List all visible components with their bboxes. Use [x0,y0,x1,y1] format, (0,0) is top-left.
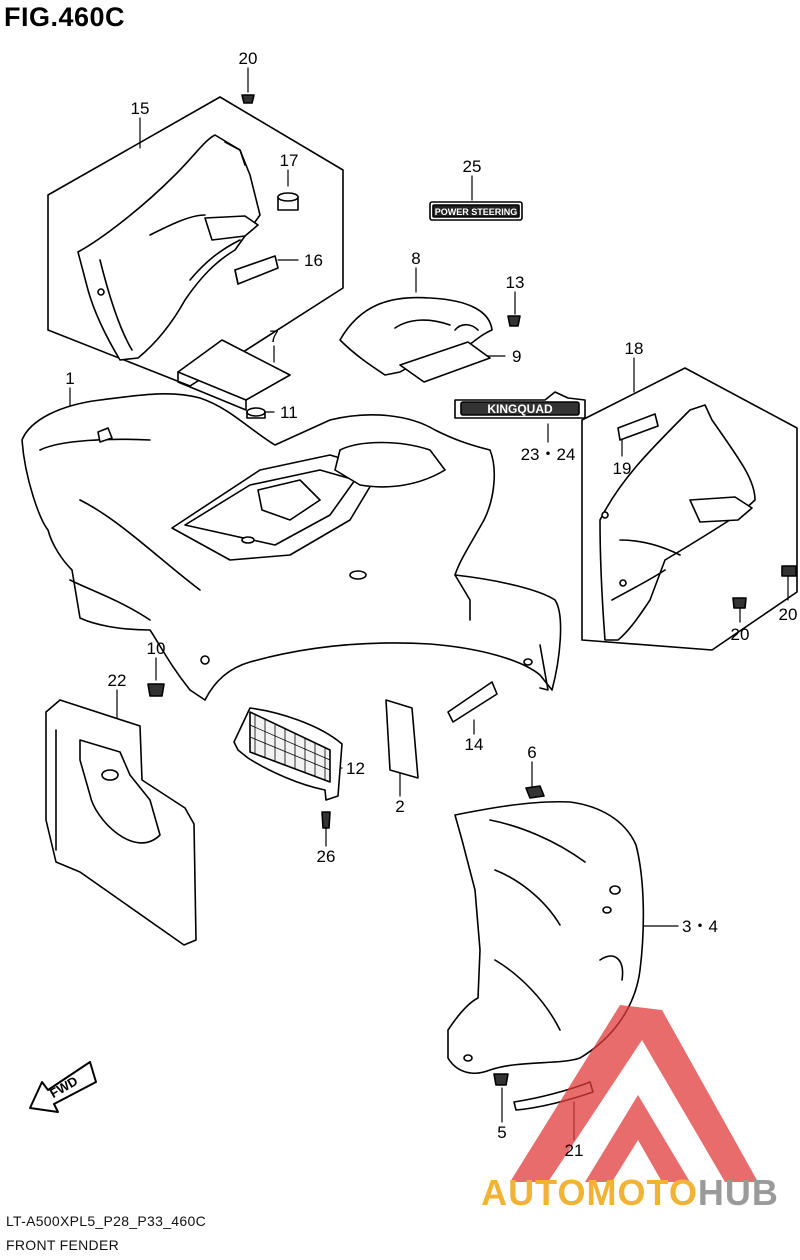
callout-26: 26 [317,847,336,866]
part-17-grommet [277,192,299,211]
watermark-logo [510,1005,758,1182]
part-22-panel [45,699,197,946]
part-15-side-panel-group [47,96,344,387]
callout-16: 16 [304,251,323,270]
part-11-grommet [246,407,266,419]
callout-20-right: 20 [779,605,798,624]
callout-1: 1 [65,369,74,388]
callout-17: 17 [280,151,299,170]
part-8-cover [339,296,493,376]
part-13-screw [507,315,521,327]
callout-3-4: 3・4 [682,917,718,936]
fwd-arrow [29,1061,97,1113]
part-25-badge [429,201,523,221]
callout-22: 22 [108,671,127,690]
part-1-front-fender [21,393,562,701]
callout-13: 13 [506,273,525,292]
callout-20-lower: 20 [731,625,750,644]
watermark-triangle-outer [510,1005,758,1182]
callout-15: 15 [131,99,150,118]
part-5-screw [493,1073,509,1086]
callout-18: 18 [625,339,644,358]
watermark-text: AUTOMOTOHUB [481,1172,779,1213]
callout-10: 10 [147,639,166,658]
part-9-sheet [399,341,491,383]
part-2-sheet [385,699,419,779]
diagram-name: FRONT FENDER [6,1237,120,1253]
part-12-grille [233,707,343,801]
watermark-suffix: HUB [698,1172,779,1213]
callout-9: 9 [512,347,521,366]
callout-5: 5 [497,1123,506,1142]
callout-23-24: 23・24 [521,445,576,464]
callout-6: 6 [527,743,536,762]
kingquad-text: KINGQUAD [487,402,553,416]
callout-19: 19 [613,459,632,478]
watermark-prefix: AUTOMOTO [481,1172,698,1213]
callout-8: 8 [411,249,420,268]
part-19-pad [617,413,659,441]
callout-7: 7 [269,327,278,346]
power-steering-text: POWER STEERING [435,207,518,217]
part-7-lid [177,339,291,411]
part-10-screw [147,683,165,697]
part-6-clip [525,785,545,799]
watermark-triangle-inner [585,1095,690,1182]
part-20-screw-top [241,94,255,104]
part-26-screw [321,811,331,829]
callout-2: 2 [395,797,404,816]
callout-14: 14 [465,735,484,754]
callout-21: 21 [565,1141,584,1160]
part-20-screw-right [781,565,797,577]
callout-12: 12 [346,759,365,778]
diagram-code: LT-A500XPL5_P28_P33_460C [6,1213,206,1229]
callout-11: 11 [280,403,298,422]
part-18-side-panel-group [581,367,798,651]
callout-20-top: 20 [239,49,258,68]
part-14-pad [447,681,498,723]
figure-title: FIG.460C [4,2,126,32]
callout-25: 25 [463,157,482,176]
part-2324-badge [454,391,586,419]
part-16-pad [234,255,279,285]
callout-labels: 20 15 17 25 16 8 13 7 9 1 18 11 23・24 19… [65,49,797,1160]
part-20-screw-lower [732,597,747,609]
